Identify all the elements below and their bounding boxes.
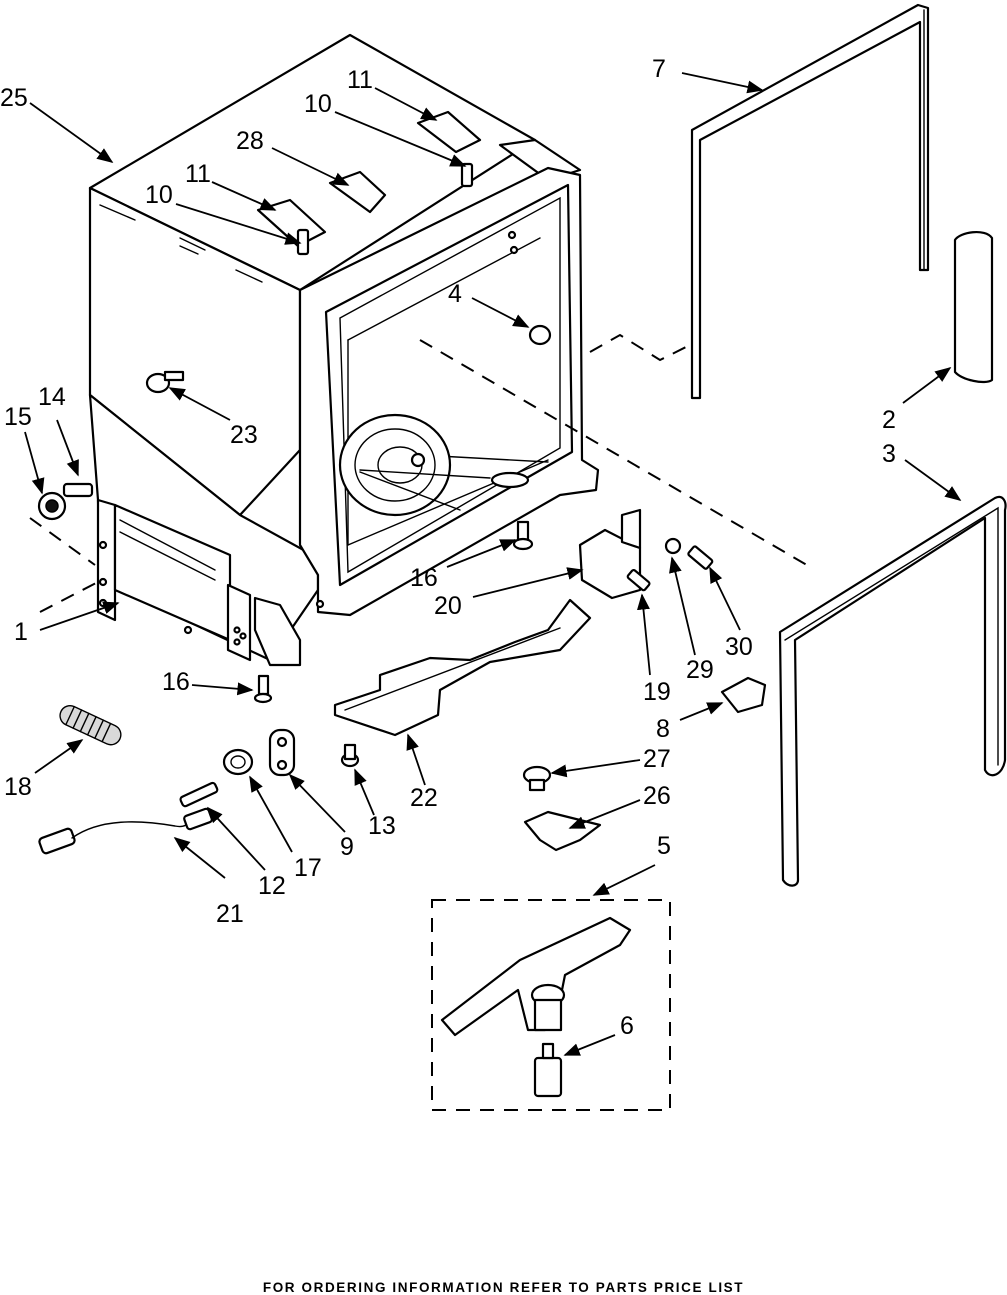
door-spring: [57, 702, 124, 748]
screw-12: [180, 782, 219, 807]
callout-1: 1: [14, 618, 28, 646]
callout-9: 9: [340, 833, 354, 861]
callout-18: 18: [4, 773, 32, 801]
callout-12: 12: [258, 872, 286, 900]
callout-14: 14: [38, 383, 66, 411]
callout-5: 5: [657, 832, 671, 860]
callout-2: 2: [882, 406, 896, 434]
callout-28: 28: [236, 127, 264, 155]
callout-29: 29: [686, 656, 714, 684]
callout-15: 15: [4, 403, 32, 431]
tub-assembly: [90, 35, 598, 665]
callout-4: 4: [448, 280, 462, 308]
screw-upper: [462, 164, 472, 186]
leg-part-lower: [259, 676, 268, 694]
callout-17: 17: [294, 854, 322, 882]
callout-3: 3: [882, 440, 896, 468]
callout-10-upper: 10: [304, 90, 332, 118]
callout-21: 21: [216, 900, 244, 928]
lower-shield: [335, 600, 590, 735]
callout-11-lower: 11: [185, 160, 211, 188]
callout-25: 25: [0, 84, 28, 112]
leg-part-upper: [518, 522, 528, 540]
bumper-part: [530, 326, 550, 344]
pulley-part: [224, 750, 252, 774]
callout-10-lower: 10: [145, 181, 173, 209]
callout-30: 30: [725, 633, 753, 661]
callout-16-lower: 16: [162, 668, 190, 696]
door-gasket: [780, 497, 1006, 886]
callout-26: 26: [643, 782, 671, 810]
bracket-26: [525, 812, 600, 850]
callout-16-upper: 16: [410, 564, 438, 592]
washer-part: [666, 539, 680, 553]
ordering-info-note: FOR ORDERING INFORMATION REFER TO PARTS …: [0, 1280, 1007, 1295]
callout-22: 22: [410, 784, 438, 812]
callout-20: 20: [434, 592, 462, 620]
latch-part: [722, 678, 765, 712]
callout-27: 27: [643, 745, 671, 773]
screw-30: [688, 546, 713, 570]
callout-7: 7: [652, 55, 666, 83]
callout-11-upper: 11: [347, 66, 373, 94]
leveling-screw: [64, 484, 92, 496]
seal-piece: [955, 232, 992, 382]
callout-23: 23: [230, 421, 258, 449]
callout-8: 8: [656, 715, 670, 743]
callout-6: 6: [620, 1012, 634, 1040]
door-seal-top: [692, 5, 928, 398]
part-6: [535, 1058, 561, 1096]
callout-13: 13: [368, 812, 396, 840]
callout-19: 19: [643, 678, 671, 706]
